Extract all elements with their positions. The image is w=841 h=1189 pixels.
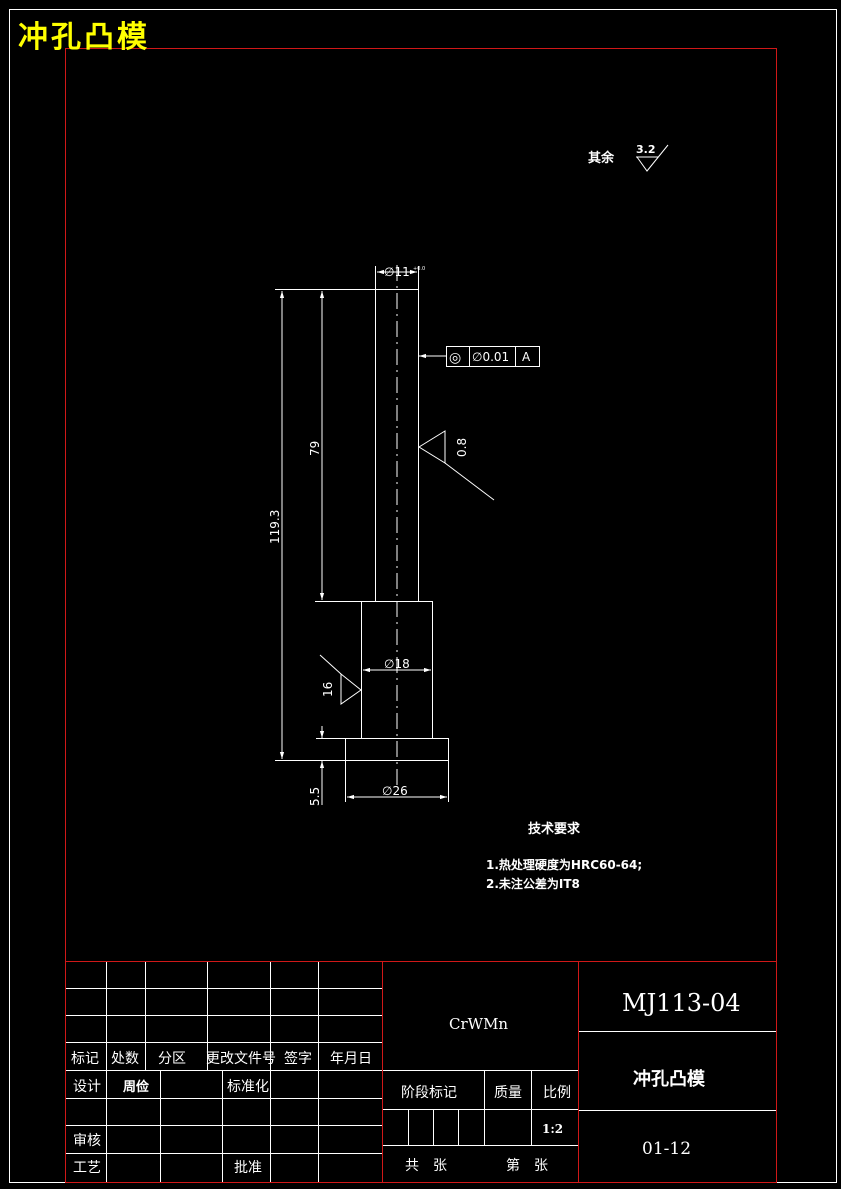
tb-stage-mark-label: 阶段标记 (401, 1085, 457, 1101)
dim-mid-diameter-text: ∅18 (384, 657, 410, 671)
tolerance-frame: ◎ ∅0.01 A (419, 346, 540, 367)
tb-design-label: 设计 (73, 1079, 101, 1095)
roughness-shaft: 0.8 (418, 430, 495, 501)
dim-head-height-text: 5.5 (308, 787, 322, 806)
dim-head-diameter-text: ∅26 (382, 784, 408, 798)
title-block: 标记 处数 分区 更改文件号 签字 年月日 设计 周俭 标准化 审核 工艺 批准… (65, 961, 777, 1182)
tech-requirement-2: 2.未注公差为IT8 (486, 876, 580, 891)
tech-requirements-heading: 技术要求 (528, 821, 581, 837)
tb-header-date: 年月日 (330, 1051, 372, 1067)
drawing-title: 冲孔凸模 (18, 20, 150, 55)
tolerance-value: ∅0.01 (472, 350, 509, 364)
dim-top-tolerance-text: +0.0 (413, 266, 425, 272)
roughness-note-label: 其余 (588, 150, 615, 166)
tb-header-change-doc: 更改文件号 (206, 1051, 276, 1067)
tb-header-zone: 分区 (158, 1051, 186, 1067)
dim-head-height: 5.5 (308, 726, 345, 806)
tech-requirement-1: 1.热处理硬度为HRC60-64; (486, 857, 642, 872)
tb-designer-name: 周俭 (123, 1079, 149, 1095)
tb-sheet-code: 01-12 (642, 1139, 691, 1159)
roughness-shaft-text: 0.8 (455, 438, 469, 457)
tb-standardize-label: 标准化 (227, 1079, 269, 1095)
dim-mid-length-text: 16 (321, 682, 335, 697)
dim-mid-diameter: ∅18 (363, 657, 431, 673)
roughness-note: 其余 3.2 (588, 143, 669, 172)
tech-requirements: 技术要求 1.热处理硬度为HRC60-64; 2.未注公差为IT8 (486, 821, 642, 891)
dim-total-length: 119.3 (268, 289, 345, 761)
roughness-middle: 16 (319, 654, 362, 705)
roughness-note-value: 3.2 (636, 143, 656, 156)
roughness-symbol (636, 144, 669, 172)
tb-review-label: 审核 (73, 1133, 101, 1149)
dim-head-diameter: ∅26 (345, 761, 449, 802)
dim-length-79: 79 (308, 289, 375, 602)
tb-drawing-number: MJ113-04 (622, 989, 741, 1017)
punch-part (345, 265, 449, 790)
tolerance-datum: A (522, 350, 531, 364)
tb-header-count: 处数 (111, 1051, 139, 1067)
tb-ratio-label: 比例 (543, 1085, 571, 1101)
tb-total-sheets: 共 张 (405, 1158, 447, 1174)
tb-header-signature: 签字 (284, 1050, 312, 1067)
inner-frame (65, 48, 777, 1183)
tb-material: CrWMn (449, 1015, 508, 1033)
dim-top-diameter: ∅11 +0.0 (375, 265, 425, 289)
tb-part-name: 冲孔凸模 (633, 1068, 706, 1090)
tb-header-mark: 标记 (71, 1051, 99, 1067)
tolerance-symbol: ◎ (449, 350, 461, 366)
punch-head (345, 738, 449, 761)
dim-length-79-text: 79 (308, 441, 322, 456)
tb-scale: 1:2 (542, 1122, 563, 1136)
tb-process-label: 工艺 (73, 1160, 101, 1176)
tb-mass-label: 质量 (494, 1085, 522, 1101)
tb-approve-label: 批准 (234, 1160, 262, 1176)
dim-total-length-text: 119.3 (268, 510, 282, 544)
tb-sheet-no: 第 张 (506, 1157, 548, 1174)
dim-top-diameter-text: ∅11 (384, 265, 410, 279)
